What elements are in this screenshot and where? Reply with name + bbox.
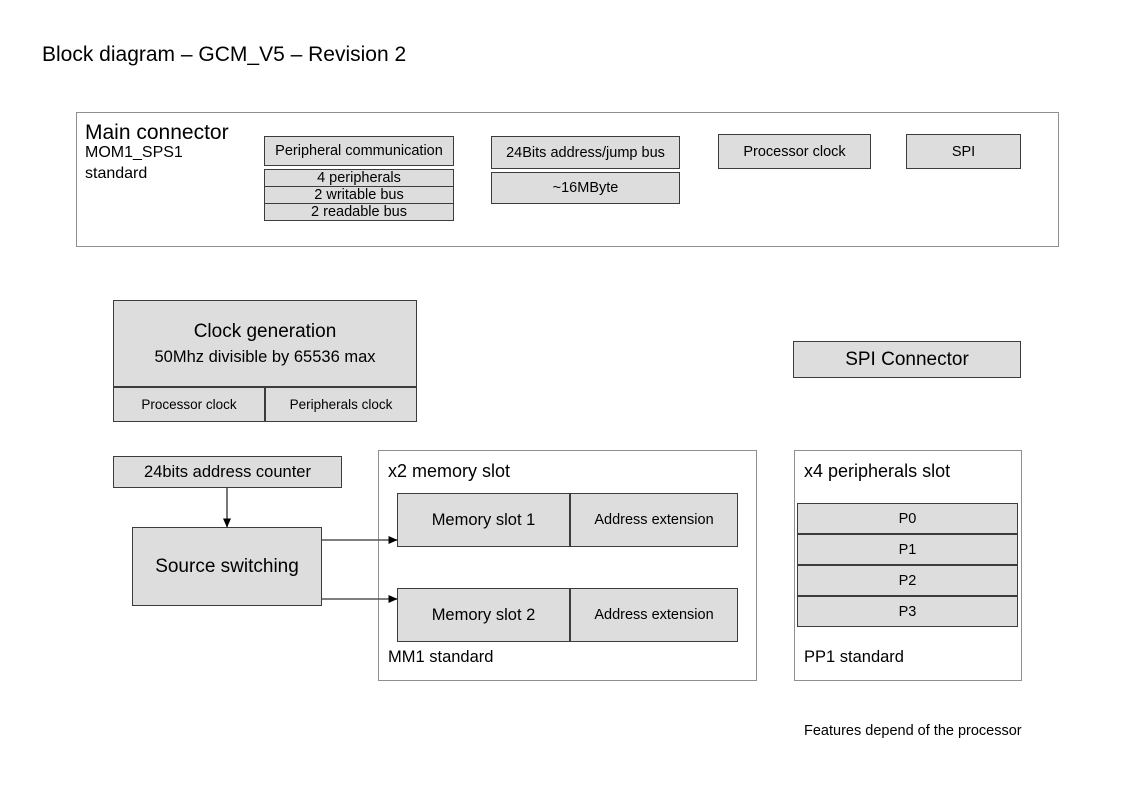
spi-connector-box: SPI Connector — [793, 341, 1021, 378]
peripheral-slot-3: P3 — [797, 596, 1018, 627]
clock-generation-box — [113, 300, 417, 387]
peripherals-panel-caption: x4 peripherals slot — [804, 461, 951, 481]
main-connector-spi-box: SPI — [906, 134, 1021, 169]
peripheral-communication-header: Peripheral communication — [264, 136, 454, 166]
clock-generation-subtitle: 50Mhz divisible by 65536 max — [154, 348, 376, 366]
memory-panel-caption: x2 memory slot — [388, 461, 511, 481]
memory-slot-2-name: Memory slot 2 — [397, 588, 570, 642]
peripheral-slot-1: P1 — [797, 534, 1018, 565]
memory-slot-1-extension: Address extension — [570, 493, 738, 547]
peripheral-communication-row-1: 2 writable bus — [264, 186, 454, 204]
main-connector-subtitle-line1: MOM1_SPS1 — [85, 144, 183, 161]
memory-panel-footer: MM1 standard — [388, 648, 494, 666]
address-counter-box: 24bits address counter — [113, 456, 342, 488]
clock-generation-title: Clock generation — [193, 321, 337, 342]
main-connector-subtitle-line2: standard — [85, 165, 148, 182]
memory-slot-1-name: Memory slot 1 — [397, 493, 570, 547]
peripheral-slot-0: P0 — [797, 503, 1018, 534]
page-title: Block diagram – GCM_V5 – Revision 2 — [42, 43, 407, 66]
main-connector-processor-clock-box: Processor clock — [718, 134, 871, 169]
source-switching-box: Source switching — [132, 527, 322, 606]
peripheral-communication-row-0: 4 peripherals — [264, 169, 454, 187]
clock-generation-output-1: Peripherals clock — [265, 387, 417, 422]
main-connector-title: Main connector — [85, 121, 229, 144]
clock-generation-output-0: Processor clock — [113, 387, 265, 422]
memory-panel-frame — [378, 450, 757, 681]
peripherals-panel-footer: PP1 standard — [804, 648, 904, 666]
address-jump-bus-header: 24Bits address/jump bus — [491, 136, 680, 169]
address-jump-bus-row-0: ~16MByte — [491, 172, 680, 204]
memory-slot-2-extension: Address extension — [570, 588, 738, 642]
peripheral-slot-2: P2 — [797, 565, 1018, 596]
peripheral-communication-row-2: 2 readable bus — [264, 203, 454, 221]
footnote-text: Features depend of the processor — [804, 723, 1022, 739]
